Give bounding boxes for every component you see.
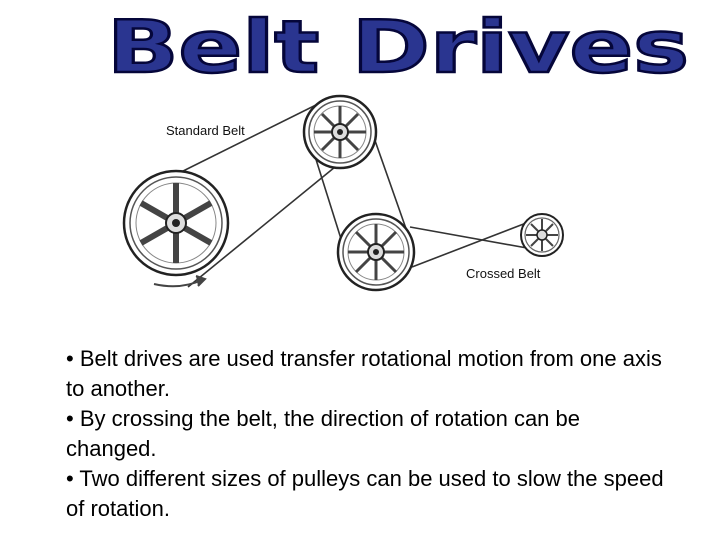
rotation-arrow-icon [153,275,207,288]
bullet-item: • Two different sizes of pulleys can be … [66,466,664,521]
bullet-list: • Belt drives are used transfer rotation… [66,344,676,524]
belt-drive-diagram: Standard Belt Crossed Belt [122,94,564,292]
top-pulley [302,94,378,170]
bullet-item: • Belt drives are used transfer rotation… [66,346,662,401]
crossed-belt [409,219,539,268]
slide-title: Belt Drives [106,4,691,90]
crossed-belt-label: Crossed Belt [466,266,541,281]
standard-belt-label: Standard Belt [166,123,245,138]
large-pulley [122,169,230,277]
bullet-item: • By crossing the belt, the direction of… [66,406,580,461]
slide-title-text: Belt Drives [107,5,689,89]
middle-pulley [336,212,416,292]
standard-belt [164,97,336,288]
small-pulley [520,213,564,257]
